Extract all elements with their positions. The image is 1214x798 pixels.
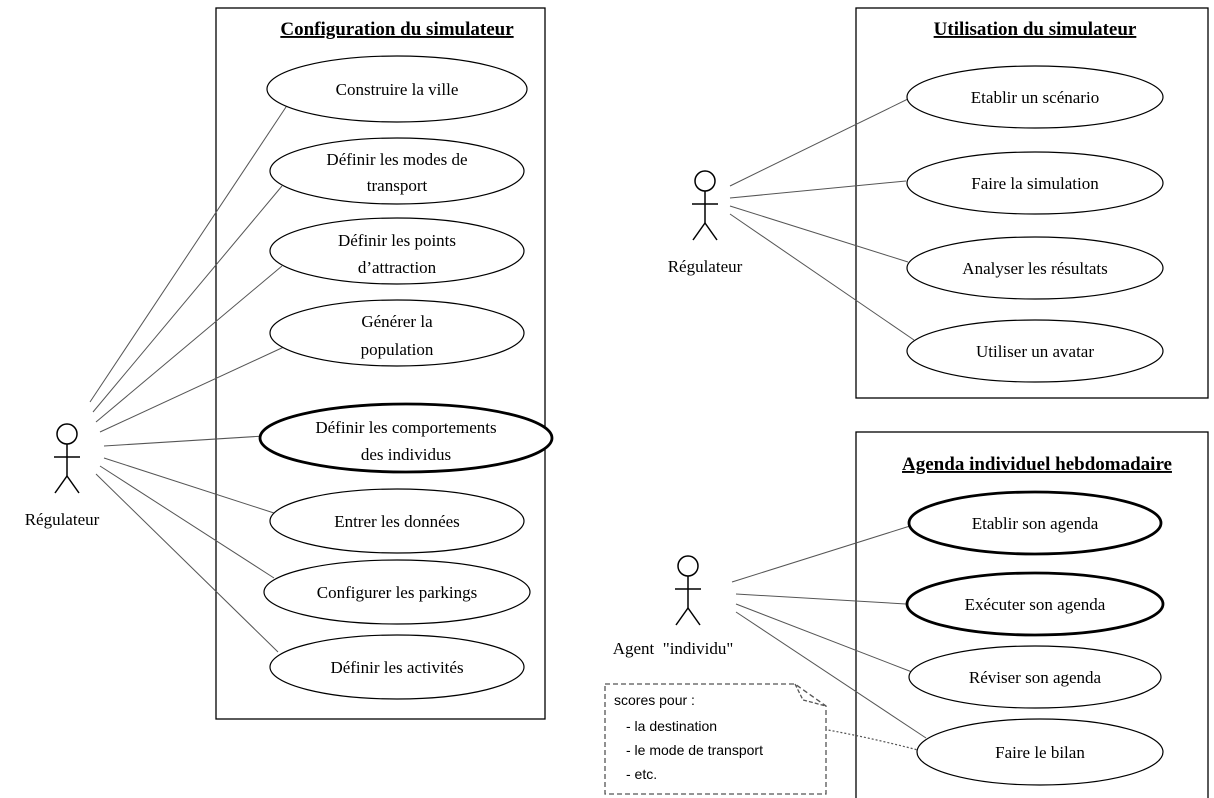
association-line <box>729 180 907 199</box>
usecase-label: Construire la ville <box>336 80 459 99</box>
actor-label: Agent "individu" <box>613 639 734 658</box>
usecase-faire-simulation[interactable]: Faire la simulation <box>906 151 1164 215</box>
svg-text:Construire la ville: Construire la ville <box>336 80 459 99</box>
usecase-executer-agenda[interactable]: Exécuter son agenda <box>905 571 1165 637</box>
usecase-label: Exécuter son agenda <box>965 595 1106 614</box>
svg-text:Définir les activités: Définir les activités <box>330 658 463 677</box>
usecase-label: Définir les comportements <box>315 418 496 437</box>
system-box-agenda: Agenda individuel hebdomadaire <box>855 431 1209 798</box>
usecase-definir-points-attraction[interactable]: Définir les points d’attraction <box>269 217 525 285</box>
association-line <box>735 611 927 739</box>
usecase-etablir-scenario[interactable]: Etablir un scénario <box>906 65 1164 129</box>
actor-agent-individu[interactable]: Agent "individu" <box>613 555 734 658</box>
usecase-faire-bilan[interactable]: Faire le bilan <box>916 718 1164 786</box>
usecase-label: population <box>361 340 434 359</box>
note-line: - le mode de transport <box>626 742 763 758</box>
system-box-utilisation: Utilisation du simulateur <box>855 7 1209 399</box>
usecase-label: Configurer les parkings <box>317 583 478 602</box>
association-line <box>92 185 283 413</box>
svg-text:Etablir son agenda: Etablir son agenda <box>972 514 1099 533</box>
svg-text:Etablir un scénario: Etablir un scénario <box>971 88 1099 107</box>
usecase-definir-modes-transport[interactable]: Définir les modes de transport <box>269 137 525 205</box>
svg-text:Faire la simulation: Faire la simulation <box>971 174 1099 193</box>
svg-text:Réviser son agenda: Réviser son agenda <box>969 668 1102 687</box>
usecase-label: Générer la <box>361 312 433 331</box>
association-line <box>729 213 915 341</box>
usecase-reviser-agenda[interactable]: Réviser son agenda <box>908 645 1162 709</box>
note-line: scores pour : <box>614 692 695 708</box>
box-title-configuration: Configuration du simulateur <box>280 19 514 40</box>
svg-text:Analyser les résultats: Analyser les résultats <box>962 259 1107 278</box>
usecase-label: Etablir un scénario <box>971 88 1099 107</box>
usecase-label: Faire le bilan <box>995 743 1085 762</box>
association-line <box>729 205 909 263</box>
svg-text:Exécuter son agenda: Exécuter son agenda <box>965 595 1106 614</box>
system-box-configuration: Configuration du simulateur <box>215 7 546 720</box>
usecase-label: Utiliser un avatar <box>976 342 1094 361</box>
actor-label: Régulateur <box>25 510 100 529</box>
usecase-label: Définir les points <box>338 231 456 250</box>
stick-figure-icon <box>675 555 701 626</box>
association-line <box>95 265 283 423</box>
association-line <box>729 96 913 187</box>
actor-regulateur-usage[interactable]: Régulateur <box>668 170 743 276</box>
usecase-label: Définir les modes de <box>326 150 467 169</box>
actor-regulateur-config[interactable]: Régulateur <box>25 423 100 529</box>
note-border <box>604 683 827 795</box>
box-title-agenda: Agenda individuel hebdomadaire <box>902 454 1172 475</box>
svg-text:Faire le bilan: Faire le bilan <box>995 743 1085 762</box>
usecase-label: des individus <box>361 445 451 464</box>
usecase-definir-comportements[interactable]: Définir les comportements des individus <box>258 402 554 474</box>
usecase-generer-population[interactable]: Générer la population <box>269 299 525 367</box>
svg-text:Utiliser un avatar: Utiliser un avatar <box>976 342 1094 361</box>
association-line <box>735 593 907 605</box>
note-line: - etc. <box>626 766 657 782</box>
stick-figure-icon <box>54 423 80 494</box>
usecase-label: Réviser son agenda <box>969 668 1102 687</box>
usecase-definir-activites[interactable]: Définir les activités <box>269 634 525 700</box>
association-line <box>103 457 275 514</box>
stick-figure-icon <box>692 170 718 241</box>
svg-text:Configurer les parkings: Configurer les parkings <box>317 583 478 602</box>
usecase-construire-ville[interactable]: Construire la ville <box>266 55 528 123</box>
usecase-analyser-resultats[interactable]: Analyser les résultats <box>906 236 1164 300</box>
box-title-utilisation: Utilisation du simulateur <box>934 19 1137 40</box>
usecase-label: Entrer les données <box>334 512 460 531</box>
usecase-configurer-parkings[interactable]: Configurer les parkings <box>263 559 531 625</box>
usecase-label: Analyser les résultats <box>962 259 1107 278</box>
usecase-label: Faire la simulation <box>971 174 1099 193</box>
usecase-label: Etablir son agenda <box>972 514 1099 533</box>
association-line <box>103 435 265 447</box>
usecase-utiliser-avatar[interactable]: Utiliser un avatar <box>906 319 1164 383</box>
association-line <box>99 345 287 433</box>
usecase-label: transport <box>367 176 428 195</box>
association-line <box>89 103 289 403</box>
association-line <box>731 525 911 583</box>
association-line <box>95 473 279 653</box>
svg-text:Entrer les données: Entrer les données <box>334 512 460 531</box>
association-lines <box>89 96 927 739</box>
usecase-etablir-agenda[interactable]: Etablir son agenda <box>907 490 1163 556</box>
usecase-label: Définir les activités <box>330 658 463 677</box>
note-line: - la destination <box>626 718 717 734</box>
actor-label: Régulateur <box>668 257 743 276</box>
usecase-entrer-donnees[interactable]: Entrer les données <box>269 488 525 554</box>
association-line <box>99 465 275 579</box>
note: scores pour : - la destination - le mode… <box>604 683 827 795</box>
usecase-label: d’attraction <box>358 258 437 277</box>
note-folded-corner <box>794 683 827 707</box>
association-line <box>735 603 913 673</box>
